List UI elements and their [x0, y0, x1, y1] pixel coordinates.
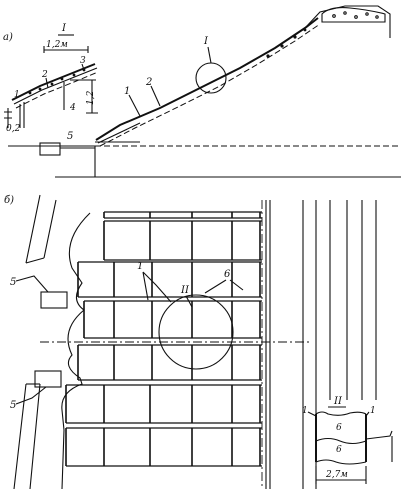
dim-height-line: [70, 79, 98, 114]
callout-6-b: 6: [224, 269, 231, 280]
detail-mark-i: I: [203, 36, 209, 47]
detail-ii: II 1 1 6 6 2,7м: [302, 396, 393, 484]
detail-mark-ii: II: [180, 285, 190, 296]
slope-stones: [266, 28, 307, 58]
callout-2-detail: 2: [41, 70, 48, 80]
detail-ii-title: II: [333, 396, 343, 407]
callout-1-b: 1: [137, 261, 143, 272]
crest-stones: [332, 11, 379, 19]
part-a-section: а) 5 I: [3, 5, 401, 178]
edge-lines: [265, 200, 271, 489]
cell-grid: [65, 211, 262, 467]
detail-stones: [28, 68, 86, 95]
detail-circle-ii: [158, 294, 234, 370]
stake-1: [19, 102, 25, 128]
detail-ii-dimension: [315, 466, 367, 484]
callout-4-detail: 4: [69, 103, 76, 113]
detail-slope-top: [11, 63, 96, 101]
dim-height-label: 1,2: [86, 90, 96, 105]
detail-i-enlarged: I 1,2м 1,2 0,2 1 2 3: [4, 23, 99, 134]
detail-ii-bottom-edge: [315, 459, 367, 465]
dim-small-line: [4, 108, 12, 128]
crest-outline: [304, 5, 391, 38]
callout-5-a: 5: [67, 131, 73, 142]
callout-5-b-lower: 5: [10, 400, 16, 411]
dim-small-label: 0,2: [6, 124, 21, 134]
callout-1-a: 1: [124, 86, 130, 97]
detail-ii-callout-6-lower: 6: [336, 445, 342, 455]
part-b-plan: б) 5 5 II 1 6: [4, 194, 377, 489]
crest-fill: [321, 7, 386, 23]
callout-3-detail: 3: [80, 56, 86, 66]
drain-box-lower: [34, 370, 62, 388]
slope-edge: [97, 122, 141, 144]
detail-ii-top-edge: [315, 411, 367, 416]
slope-underlayer: [99, 23, 321, 147]
berm-edge: [45, 145, 96, 177]
detail-ii-callout-1-right: 1: [370, 406, 376, 416]
dim-width-label: 1,2м: [46, 40, 68, 50]
detail-ii-outlet: [365, 430, 393, 462]
slope-surface: [95, 17, 319, 141]
callout-5-b-upper: 5: [10, 277, 16, 288]
detail-ii-mid-edge: [315, 437, 367, 445]
drain-box-upper: [40, 291, 68, 309]
grid-left-edge: [61, 212, 91, 489]
drain-box: [39, 142, 61, 156]
detail-leader-i: [207, 46, 212, 64]
callout-1-detail: 1: [14, 90, 20, 100]
dim-width-line: [43, 46, 89, 53]
right-strip-lines: [315, 200, 377, 489]
detail-ii-callout-6-upper: 6: [336, 423, 342, 433]
detail-i-title: I: [61, 23, 67, 34]
part-b-label: б): [4, 195, 14, 206]
detail-ii-walls: [315, 414, 367, 462]
callout-2-a: 2: [145, 77, 152, 88]
detail-ii-dim-label: 2,7м: [325, 470, 348, 480]
part-a-label: а): [3, 32, 13, 43]
detail-ii-callout-1-left: 1: [302, 406, 308, 416]
left-strip-top: [25, 194, 57, 264]
